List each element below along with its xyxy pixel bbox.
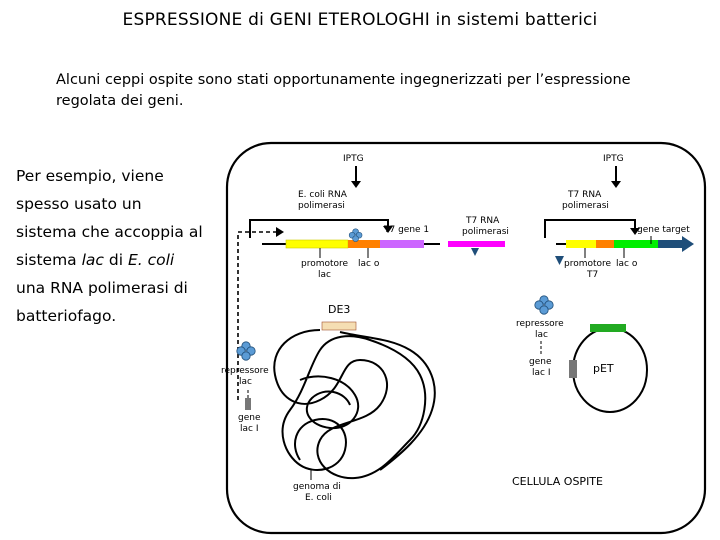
promoter-lac-box (285, 239, 349, 249)
laco-left-box (348, 240, 380, 248)
promoter-t7-label-1: promotore (564, 259, 612, 269)
gene-target-label: gene target (637, 225, 690, 235)
gene-target-arrow-box (658, 240, 682, 248)
genome-label-1: genoma di (293, 482, 341, 492)
genome-label-2: E. coli (305, 493, 332, 503)
promoter-lac-label-2: lac (318, 270, 331, 280)
pet-laci-box (569, 360, 577, 378)
side-text-2: di (103, 251, 128, 269)
laco-right-label: lac o (616, 259, 638, 269)
ecoli-rna-pol-label-1: E. coli RNA (298, 190, 348, 200)
repressor-lac-left (236, 341, 256, 361)
repressor-lac-right-label-1: repressore (516, 319, 564, 329)
page-title: ESPRESSIONE di GENI ETEROLOGHI in sistem… (122, 10, 598, 30)
ecoli-rna-pol-arrow (249, 219, 389, 238)
repressor-lac-left-label-1: repressore (221, 366, 269, 376)
t7-rna-pol-top-label-2: polimerasi (562, 201, 609, 211)
intro-text: Alcuni ceppi ospite sono stati opportuna… (56, 72, 631, 109)
t7-rna-pol-arrow (544, 219, 636, 238)
gene-laci-right-label-1: gene (529, 357, 552, 367)
t7-rna-pol-mid-label-2: polimerasi (462, 227, 509, 237)
gene-target-arrowhead (682, 236, 694, 252)
gene-laci-right-label-2: lac I (532, 368, 550, 378)
laco-left-label: lac o (358, 259, 380, 269)
cellula-ospite-label: CELLULA OSPITE (512, 475, 603, 488)
t7-promoter-pol-marker (555, 256, 564, 265)
pet-green-box (590, 324, 626, 332)
t7-rna-pol-mid-label-1: T7 RNA (465, 216, 500, 226)
ecoli-rna-pol-arrowhead (383, 226, 393, 233)
cell-outline (225, 141, 707, 535)
gene-laci-left-box (245, 398, 251, 410)
pet-label: pET (593, 362, 614, 375)
dashed-link-arrowhead (276, 227, 284, 237)
side-text-ecoli: E. coli (127, 251, 175, 269)
gene-target-green-box (614, 240, 658, 248)
iptg-right-arrowhead (611, 181, 621, 188)
side-text-1: Per esempio, viene spesso usato un siste… (16, 167, 203, 269)
side-text-3: una RNA polimerasi di batteriofago. (16, 279, 188, 325)
t7-gene1-label: T7 gene 1 (383, 225, 429, 235)
repressor-lac-right-label-2: lac (535, 330, 548, 340)
promoter-lac-label-1: promotore (301, 259, 349, 269)
side-text-lac: lac (81, 251, 104, 269)
t7-gene1-box (380, 240, 424, 248)
side-description: Per esempio, viene spesso usato un siste… (16, 162, 206, 330)
laco-right-box (596, 240, 614, 248)
gene-laci-left-label-1: gene (238, 413, 261, 423)
iptg-left-label: IPTG (343, 154, 364, 164)
iptg-right-label: IPTG (603, 154, 624, 164)
t7-rna-pol-top-label-1: T7 RNA (567, 190, 602, 200)
dashed-link-arrow (237, 231, 278, 400)
iptg-left-arrowhead (351, 181, 361, 188)
de3-label: DE3 (328, 303, 350, 316)
de3-box (321, 321, 357, 331)
ecoli-rna-pol-label-2: polimerasi (298, 201, 345, 211)
ecoli-genome-tangle (273, 329, 436, 480)
repressor-lac-right (534, 295, 554, 315)
promoter-t7-box (566, 240, 596, 248)
t7-rna-pol-flag-tip (471, 248, 479, 256)
repressor-lac-left-label-2: lac (239, 377, 252, 387)
gene-laci-left-label-2: lac I (240, 424, 258, 434)
t7-rna-pol-arrowhead (630, 228, 640, 235)
repressor-on-left-dna (348, 228, 363, 242)
promoter-t7-label-2: T7 (586, 270, 598, 280)
